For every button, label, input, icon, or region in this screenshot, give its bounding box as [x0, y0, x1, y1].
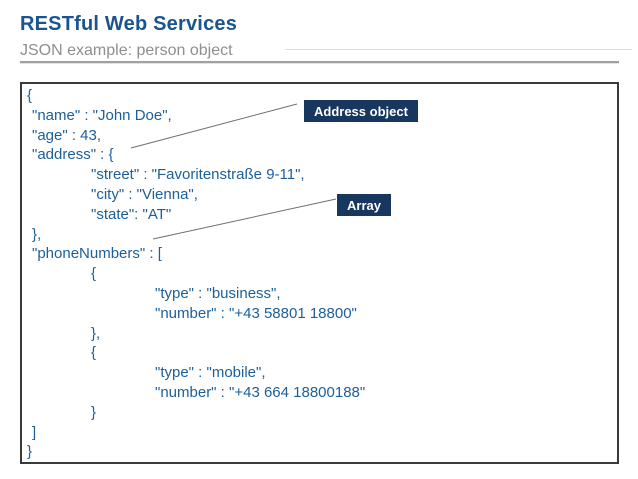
code-line: "number" : "+43 664 18800188" [155, 383, 366, 401]
code-line: "type" : "mobile", [155, 364, 266, 382]
callout-array-label: Array [347, 198, 381, 213]
json-code-block: {"name" : "John Doe","age" : 43,"address… [22, 84, 617, 462]
page-subtitle: JSON example: person object [20, 42, 233, 59]
code-line: "state": "AT" [91, 205, 172, 223]
code-line: { [91, 265, 97, 283]
json-code-box: {"name" : "John Doe","age" : 43,"address… [20, 82, 619, 464]
code-line: } [91, 403, 97, 421]
code-line: "city" : "Vienna", [91, 185, 198, 203]
code-line: ] [32, 423, 37, 441]
code-line: "age" : 43, [32, 126, 102, 144]
code-line: "type" : "business", [155, 284, 281, 302]
code-line: "phoneNumbers" : [ [32, 245, 162, 263]
code-line: }, [91, 324, 101, 342]
code-line: "number" : "+43 58801 18800" [155, 304, 357, 322]
code-line: { [91, 344, 97, 362]
callout-address-object: Address object [304, 100, 418, 122]
page-title: RESTful Web Services [20, 13, 238, 35]
callout-array: Array [337, 194, 391, 216]
code-line: { [27, 87, 33, 104]
callout-address-label: Address object [314, 104, 408, 119]
code-line: } [27, 443, 33, 461]
header-divider [20, 61, 619, 64]
code-line: "street" : "Favoritenstraße 9-11", [91, 166, 305, 184]
code-line: "address" : { [32, 146, 114, 164]
code-line: }, [32, 225, 42, 243]
subtitle-rule [285, 49, 632, 50]
